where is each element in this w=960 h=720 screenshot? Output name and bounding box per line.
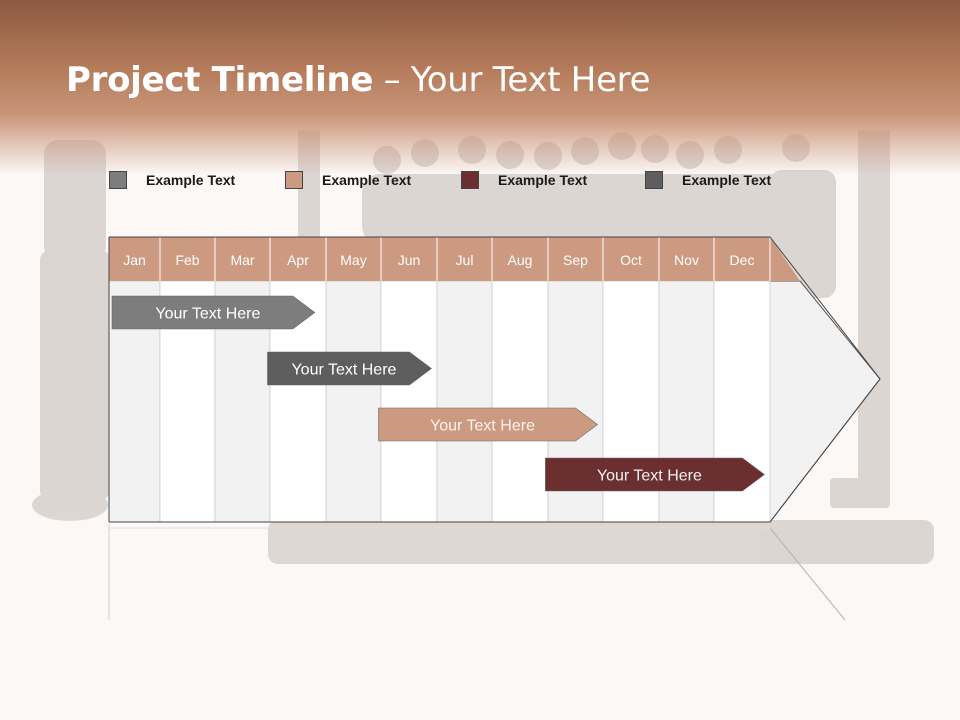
legend-swatch-2 <box>285 171 303 189</box>
task-bar-1 <box>111 295 316 330</box>
page-title: Project Timeline – Your Text Here <box>66 60 651 100</box>
month-label-jan: Jan <box>123 252 146 268</box>
legend-label-3: Example Text <box>498 172 588 188</box>
month-label-sep: Sep <box>563 252 588 268</box>
month-label-feb: Feb <box>175 252 199 268</box>
month-header-strip <box>109 237 800 281</box>
month-label-apr: Apr <box>287 252 309 268</box>
task-label-2: Your Text Here <box>291 362 396 379</box>
month-label-mar: Mar <box>230 252 254 268</box>
task-label-4: Your Text Here <box>597 468 702 485</box>
month-label-jul: Jul <box>456 252 474 268</box>
month-column <box>491 280 549 523</box>
title-rest: – Your Text Here <box>373 60 651 100</box>
month-column <box>325 280 382 523</box>
legend-label-4: Example Text <box>682 172 772 188</box>
month-label-dec: Dec <box>730 252 755 268</box>
month-label-aug: Aug <box>508 252 533 268</box>
task-bar-4 <box>545 457 765 492</box>
legend-swatch-1 <box>109 171 127 189</box>
task-label-1: Your Text Here <box>155 306 260 323</box>
header-band <box>0 0 960 175</box>
month-label-may: May <box>340 252 366 268</box>
legend-swatch-4 <box>645 171 663 189</box>
month-label-oct: Oct <box>620 252 642 268</box>
legend-label-2: Example Text <box>322 172 412 188</box>
reflection-edge <box>769 527 846 621</box>
month-label-nov: Nov <box>674 252 699 268</box>
title-bold: Project Timeline <box>66 60 374 100</box>
task-label-3: Your Text Here <box>430 418 535 435</box>
month-label-jun: Jun <box>398 252 421 268</box>
legend-swatch-3 <box>461 171 479 189</box>
legend-label-1: Example Text <box>146 172 236 188</box>
task-bar-2 <box>267 351 432 386</box>
month-column <box>436 280 493 523</box>
timeline-outline <box>108 236 881 523</box>
month-column <box>380 280 438 523</box>
task-bar-3 <box>378 407 598 442</box>
